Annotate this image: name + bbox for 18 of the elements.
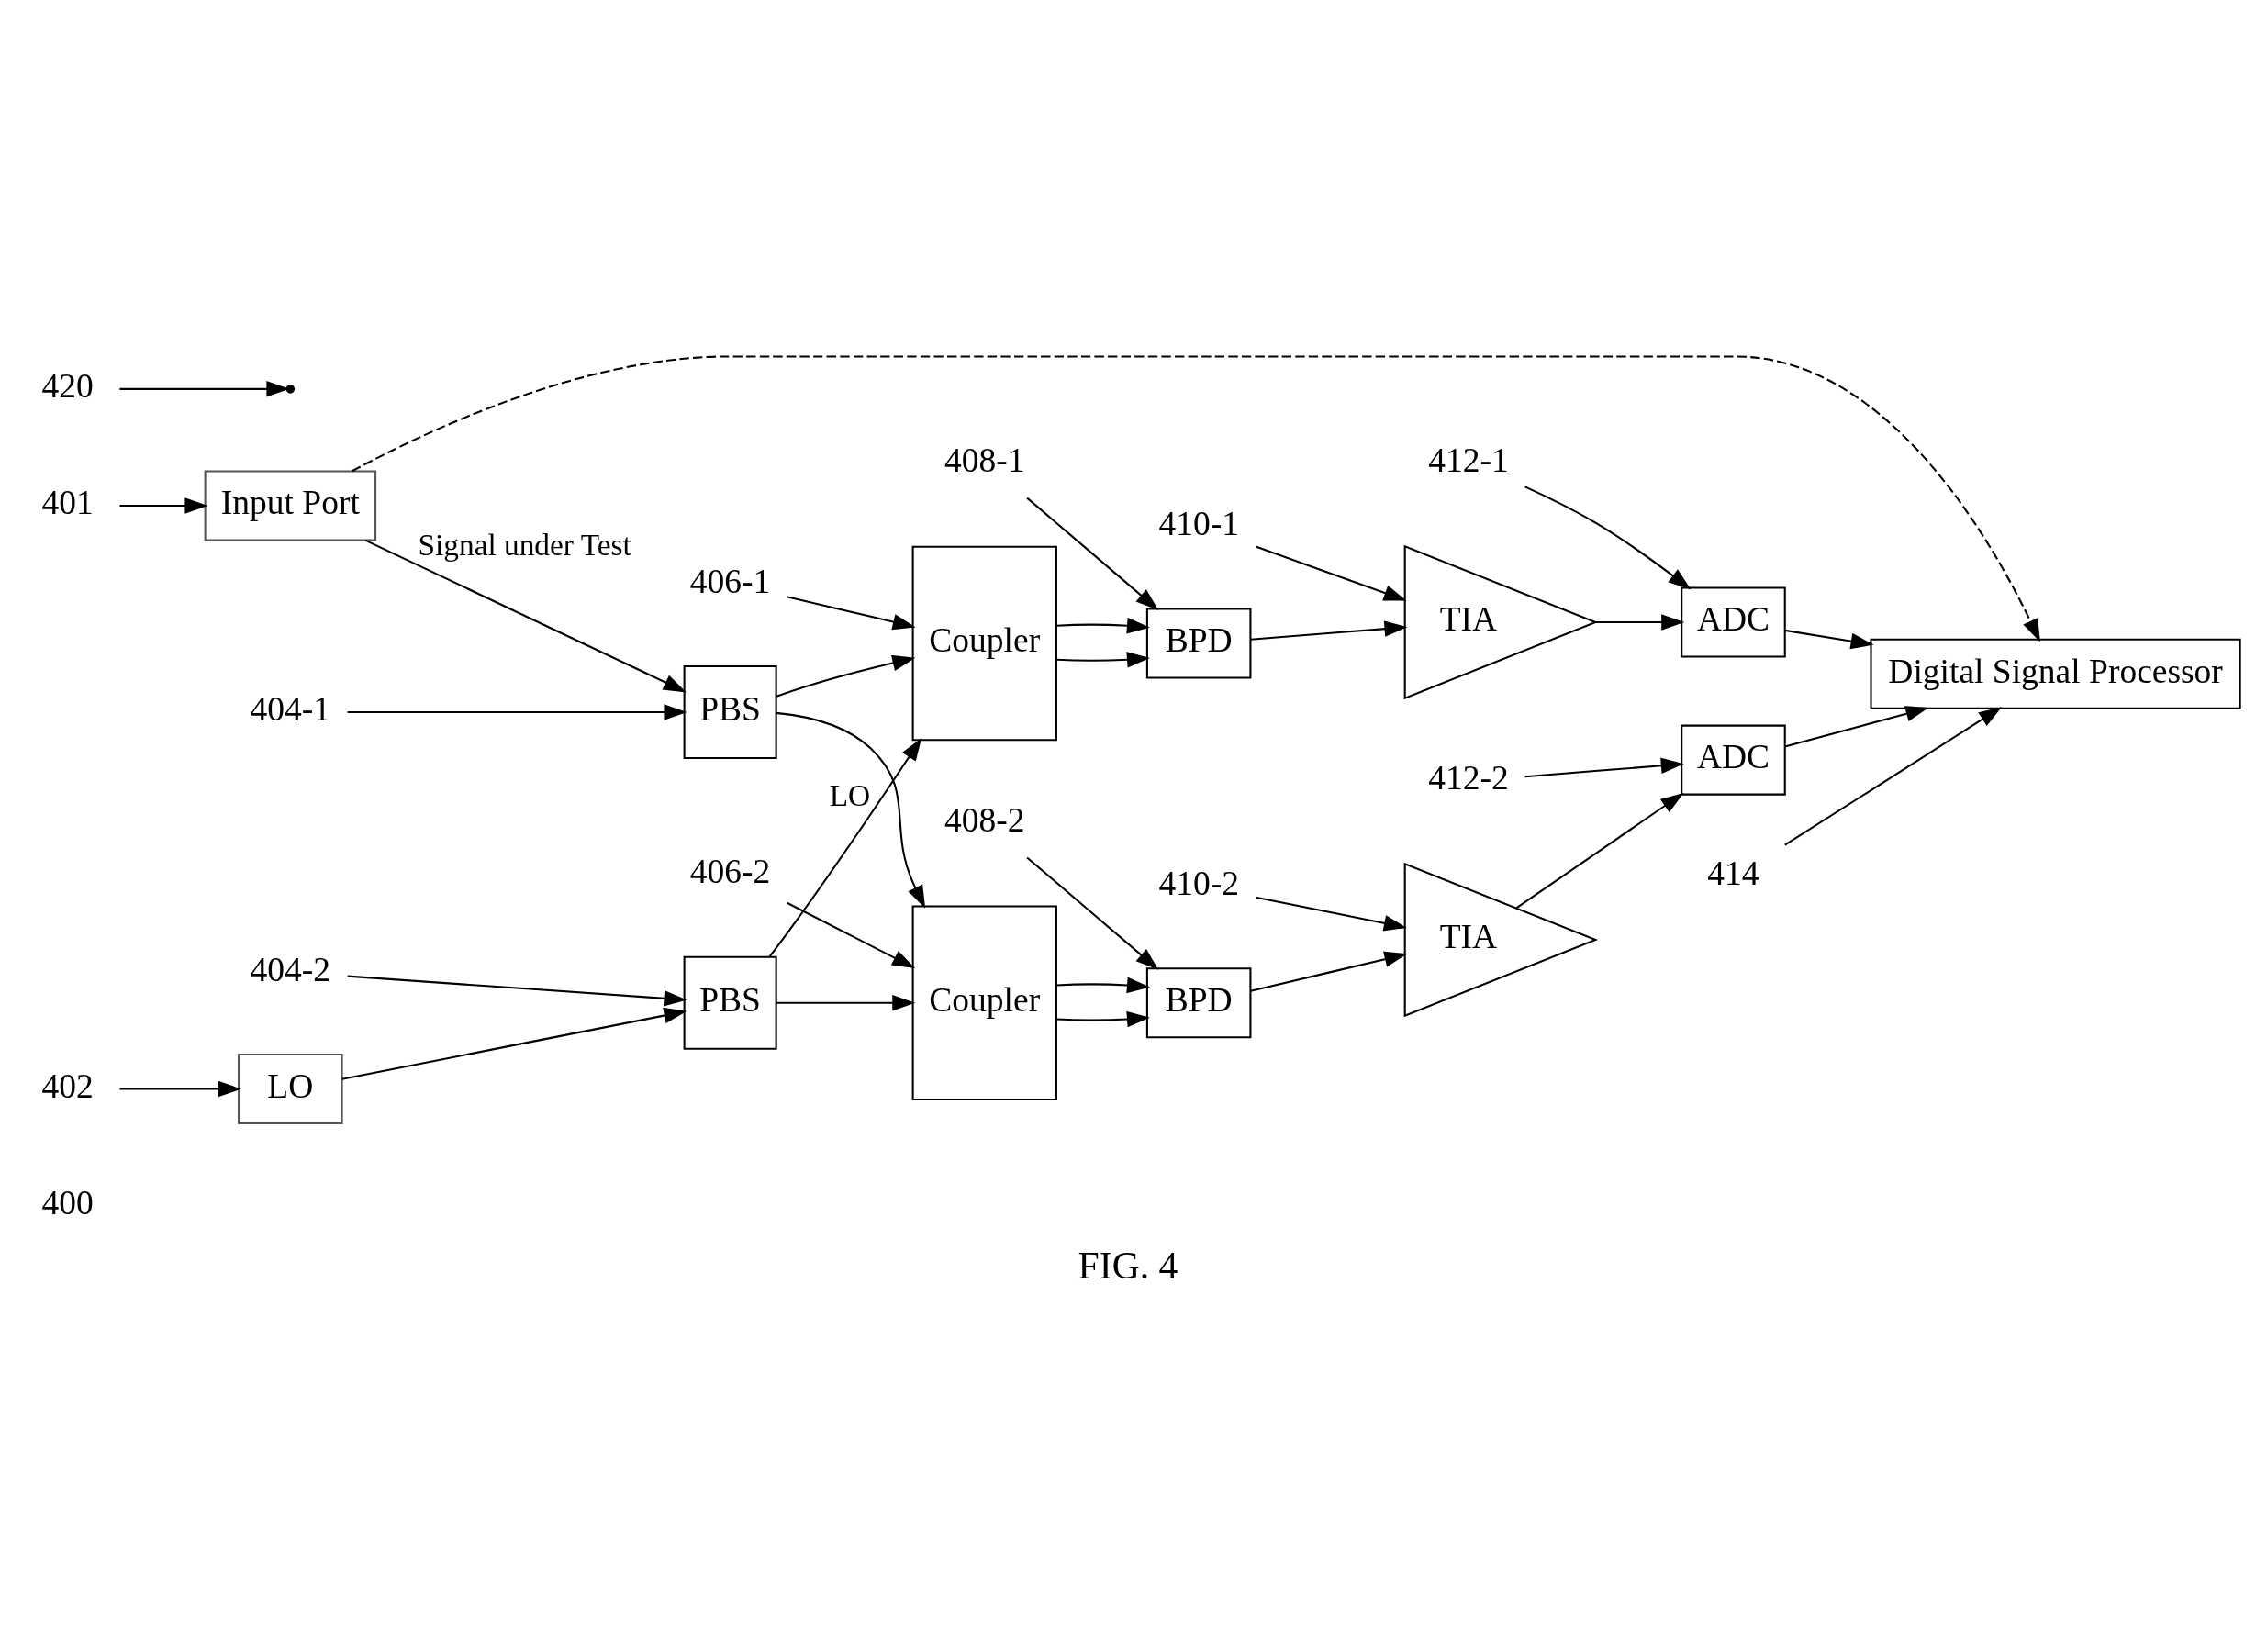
node-text: 404-1 (250, 690, 331, 729)
node-text: 404-2 (250, 950, 331, 988)
node-text: 420 (41, 367, 94, 406)
caption: FIG. 4 (1078, 1244, 1178, 1287)
node-text: 410-2 (1158, 864, 1239, 902)
edge-label: LO (829, 777, 871, 812)
node-text: 408-2 (944, 801, 1025, 840)
node-text: 412-2 (1428, 759, 1509, 798)
node-text: 410-1 (1158, 505, 1239, 543)
node-text: 406-2 (689, 853, 771, 891)
node-text: 402 (41, 1066, 94, 1105)
node-text: 414 (1707, 854, 1759, 893)
edge-label: Signal under Test (418, 527, 631, 562)
node-text: 401 (41, 484, 94, 522)
label: 400 (41, 1183, 94, 1222)
node-text: 406-1 (689, 562, 771, 600)
node-text: 412-1 (1428, 441, 1509, 480)
node-text: 408-1 (944, 441, 1025, 480)
